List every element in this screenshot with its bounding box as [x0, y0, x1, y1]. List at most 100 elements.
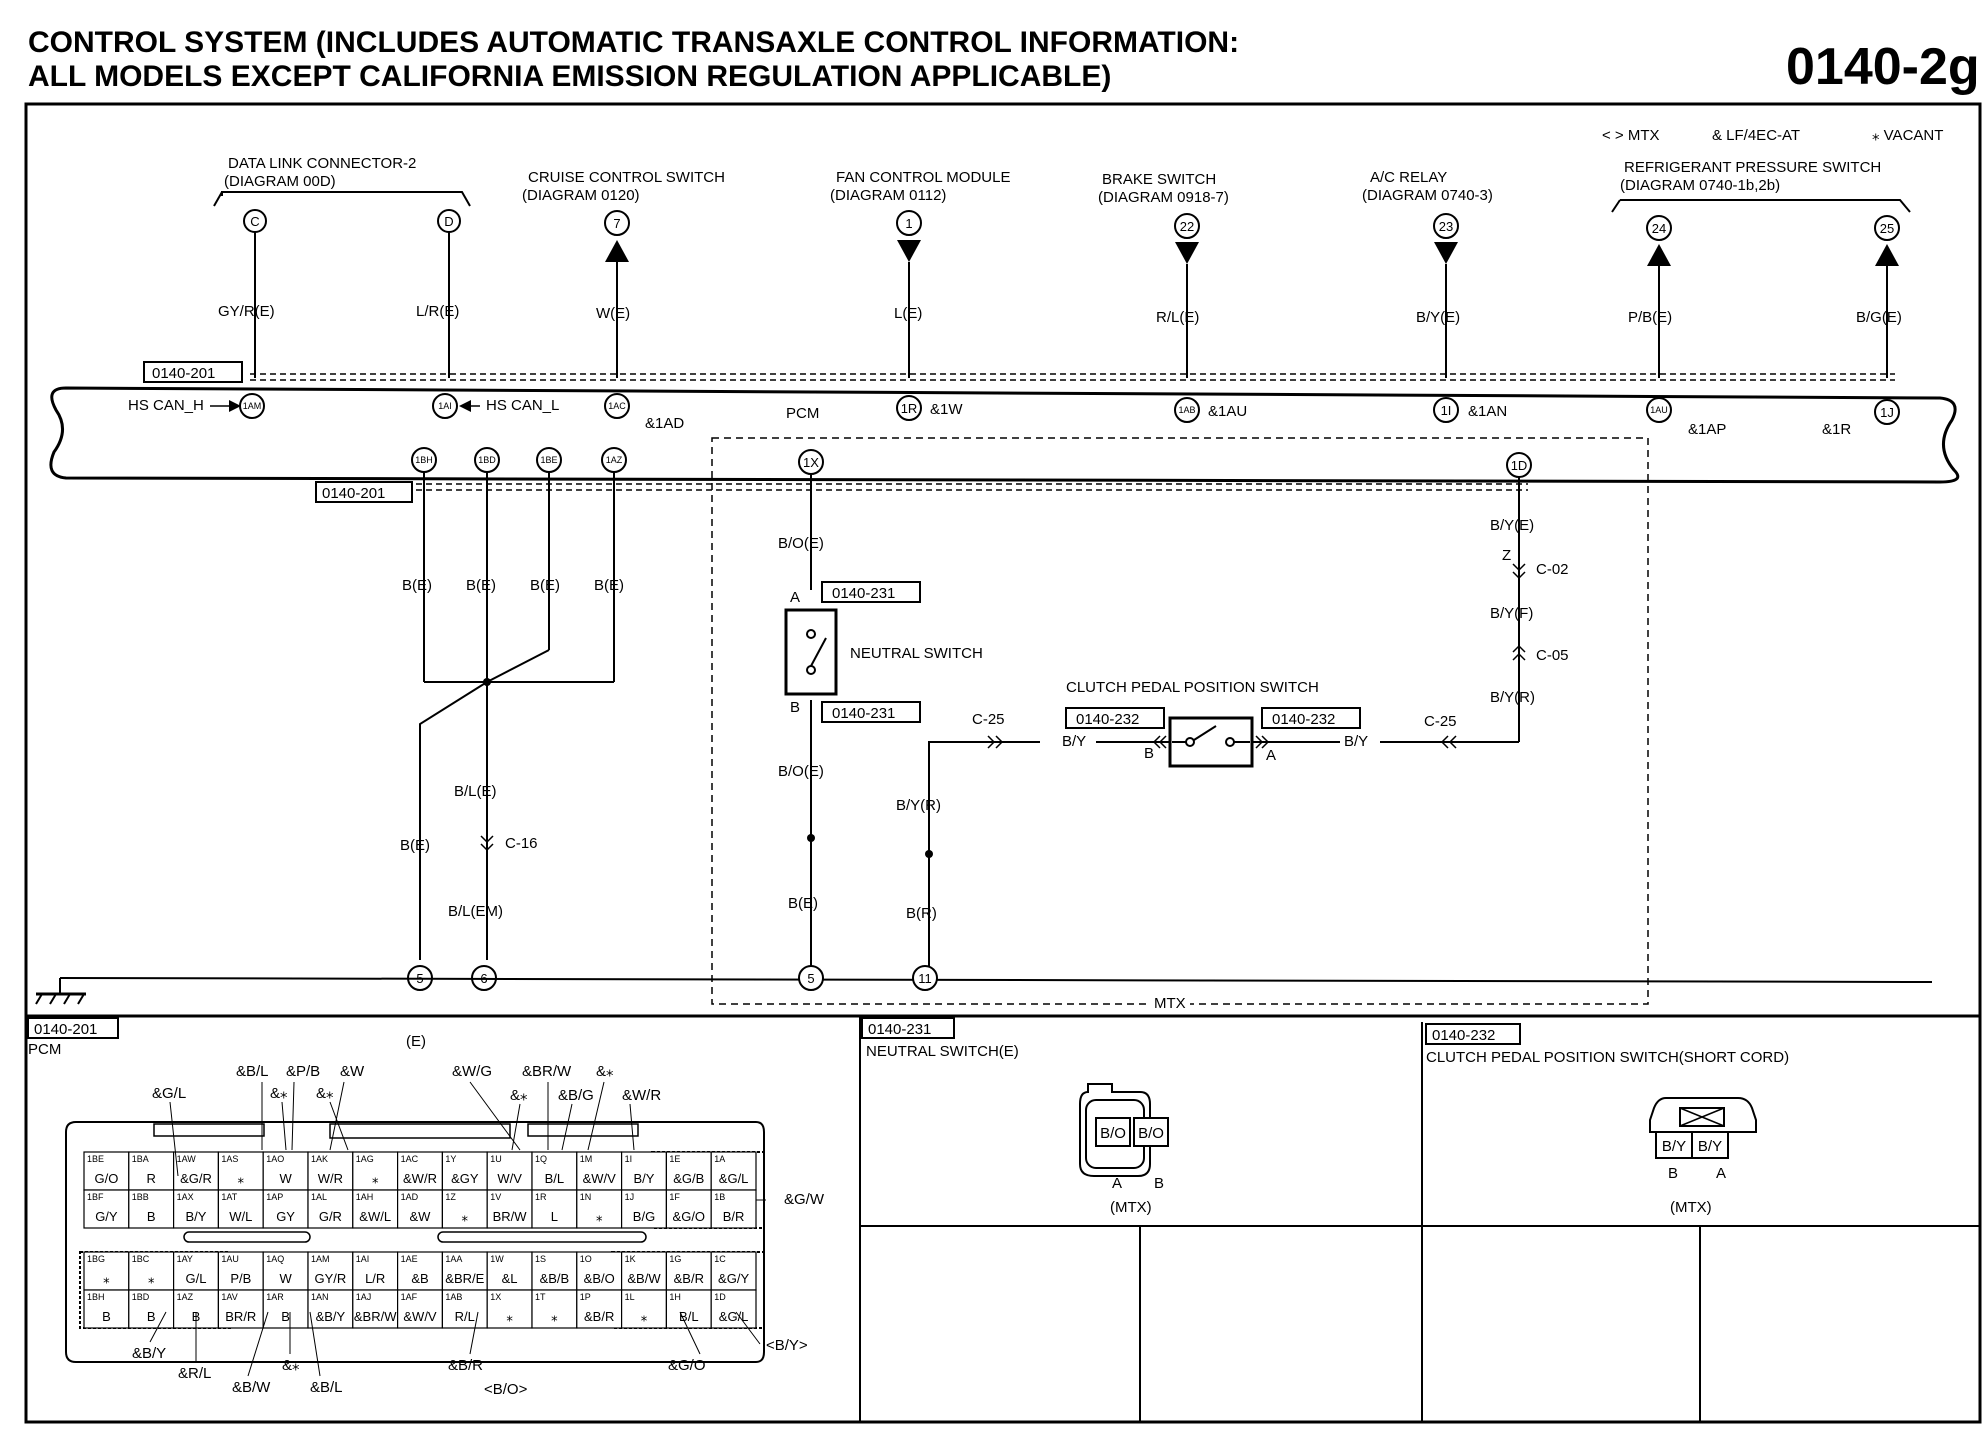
connector-cell [83, 1289, 130, 1329]
pin-label: 1X [803, 455, 819, 470]
connector-pin-wire: ⁎ [641, 1309, 648, 1324]
connector-pin-wire: BR/R [225, 1309, 256, 1324]
connector-pin-id: 1AP [266, 1192, 283, 1202]
callout: <B/O> [484, 1381, 528, 1398]
connector-pin-wire: ⁎ [103, 1271, 110, 1286]
pin-label: 1BH [415, 455, 433, 465]
ground-terminal: 5 [807, 971, 814, 986]
top-wire-c: C GY/R(E) [218, 209, 275, 378]
connector-dash-bottom: 0140-201 [315, 481, 1528, 503]
callout: &⁎ [510, 1087, 528, 1104]
ref-231-b: 0140-231 [832, 705, 895, 722]
pcm-band: PCM HS CAN_H HS CAN_L [49, 386, 1960, 484]
wire-color: GY/R(E) [218, 303, 275, 320]
connector-cell [441, 1289, 488, 1329]
connector-pin-id: 1P [580, 1292, 591, 1302]
callout: &B/R [448, 1357, 483, 1374]
connector-pin-id: 1AD [401, 1192, 419, 1202]
connector-cell [710, 1251, 757, 1291]
connector-pin-wire: &B/B [540, 1271, 570, 1286]
connector-cell [620, 1151, 667, 1191]
connector-pin-wire: P/B [230, 1271, 251, 1286]
connector-pin-wire: &W/V [403, 1309, 437, 1324]
connector-cell [486, 1251, 533, 1291]
connector-pin-id: 1BB [132, 1192, 149, 1202]
connector-pin-id: 1BF [87, 1192, 104, 1202]
connector-cell [531, 1289, 578, 1329]
pcm-pin-1ab: 1AB&1AU [1174, 397, 1247, 423]
connector-pin-id: 1D [714, 1292, 726, 1302]
page-code: 0140-2g [1786, 38, 1980, 96]
pcm-panel-label: PCM [28, 1041, 61, 1058]
component-name: FAN CONTROL MODULE [836, 169, 1010, 186]
component-cruise: CRUISE CONTROL SWITCH (DIAGRAM 0120) [522, 169, 725, 204]
terminal-label: D [444, 214, 453, 229]
component-name: A/C RELAY [1370, 169, 1447, 186]
connector-pin-id: 1AW [177, 1154, 197, 1164]
connector-pin-wire: B/Y [186, 1209, 207, 1224]
top-wire-d: D L/R(E) [416, 209, 461, 378]
cp-cell-b: B/Y [1662, 1138, 1686, 1155]
callout: &B/Y [132, 1345, 166, 1362]
connector-pin-wire: W/R [318, 1171, 343, 1186]
connector-pin-id: 1L [625, 1292, 635, 1302]
connector-a: A [790, 589, 800, 606]
wire-color: R/L(E) [1156, 309, 1199, 326]
callout: &R/L [178, 1365, 211, 1382]
cp-mark-a: A [1716, 1165, 1726, 1182]
top-wire-24: 24 P/B(E) [1628, 215, 1672, 378]
connector-pin-id: 1BG [87, 1254, 105, 1264]
wire-color: B(R) [906, 905, 937, 922]
connector-pin-wire: B [102, 1309, 111, 1324]
wire-color-blem: B/L(EM) [448, 903, 503, 920]
connector-pin-id: 1M [580, 1154, 593, 1164]
ref-231-a: 0140-231 [832, 585, 895, 602]
pcm-pin-1i: 1I&1AN [1433, 397, 1507, 423]
connector-pin-id: 1F [669, 1192, 680, 1202]
connector-pin-wire: B/Y [634, 1171, 655, 1186]
component-ref: (DIAGRAM 0740-1b,2b) [1620, 177, 1780, 194]
pcm-ref-top: 0140-201 [152, 365, 215, 382]
wire-color: B/Y(F) [1490, 605, 1533, 622]
connector-a: A [1266, 747, 1276, 764]
connector-pin-wire: &B [411, 1271, 428, 1286]
connector-pin-id: 1N [580, 1192, 592, 1202]
connector-pin-wire: &G/O [673, 1209, 706, 1224]
connector-cell [665, 1151, 712, 1191]
pcm-pin-1ai: 1AI [432, 393, 458, 419]
connector-cell [352, 1251, 399, 1291]
pcm-pin-1am: 1AM [239, 393, 265, 419]
z-mark: Z [1502, 547, 1511, 564]
component-ref: (DIAGRAM 0120) [522, 187, 640, 204]
pcm-panel-ref: 0140-201 [34, 1021, 97, 1038]
pin-note: &1AU [1208, 403, 1247, 420]
connector-pin-wire: W [279, 1171, 292, 1186]
connector-pin-id: 1AE [401, 1254, 418, 1264]
pin-note: &1AN [1468, 403, 1507, 420]
connector-cell [128, 1289, 175, 1329]
connector-cell [486, 1151, 533, 1191]
connector-pin-id: 1AA [445, 1254, 462, 1264]
pcm-pin-1ac: 1AC&1AD [604, 393, 684, 432]
component-name: CRUISE CONTROL SWITCH [528, 169, 725, 186]
component-ref: (DIAGRAM 0918-7) [1098, 189, 1229, 206]
connector-pin-id: 1AJ [356, 1292, 372, 1302]
connector-pin-id: 1H [669, 1292, 681, 1302]
connector-pin-wire: &G/L [719, 1309, 749, 1324]
connector-pin-id: 1AR [266, 1292, 284, 1302]
connector-pin-id: 1S [535, 1254, 546, 1264]
clutch-switch-connector-panel: 0140-232 CLUTCH PEDAL POSITION SWITCH(SH… [1425, 1023, 1789, 1216]
connector-pin-id: 1T [535, 1292, 546, 1302]
legend-lf: & LF/4EC-AT [1712, 127, 1800, 144]
connector-c16: C-16 [505, 835, 538, 852]
callout: &BR/W [522, 1063, 572, 1080]
ns-mtx: (MTX) [1110, 1199, 1152, 1216]
connector-c25-left: C-25 [972, 711, 1005, 728]
callout: &⁎ [282, 1357, 300, 1374]
wire-color: L(E) [894, 305, 922, 322]
ground-bus [35, 977, 1933, 1005]
wire-color: W(E) [596, 305, 630, 322]
pcm-label: PCM [786, 405, 819, 422]
callout: &W [340, 1063, 365, 1080]
